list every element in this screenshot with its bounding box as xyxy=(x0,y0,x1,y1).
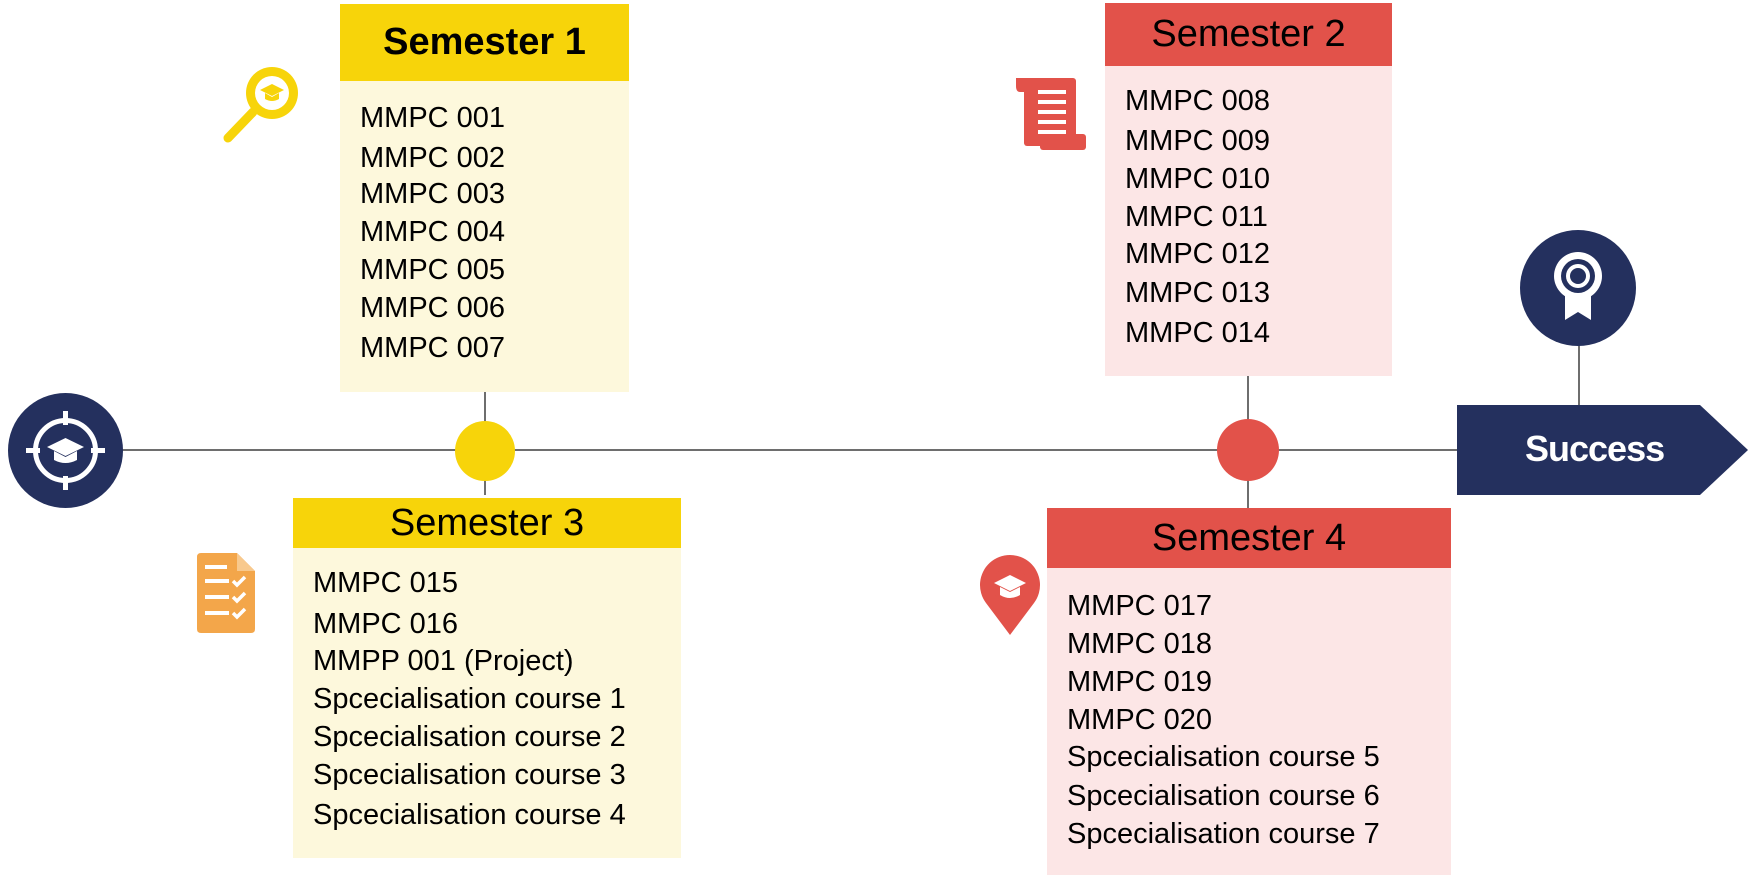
milestone-dot-semester2 xyxy=(1217,419,1279,481)
course-item: Spcecialisation course 3 xyxy=(313,759,626,791)
course-item: MMPC 011 xyxy=(1125,201,1268,233)
course-item: Spcecialisation course 1 xyxy=(313,683,626,715)
semester4-title: Semester 4 xyxy=(1151,516,1347,559)
course-item: Spcecialisation course 4 xyxy=(313,799,626,831)
connector-goal xyxy=(1578,340,1580,406)
course-item: MMPC 014 xyxy=(1125,317,1271,349)
course-item: MMPC 007 xyxy=(360,332,506,364)
course-item: Spcecialisation course 7 xyxy=(1067,818,1380,850)
course-item: MMPC 015 xyxy=(313,567,459,599)
course-item: MMPC 005 xyxy=(360,254,506,286)
course-item: MMPC 016 xyxy=(313,608,459,640)
timeline-axis xyxy=(110,449,1460,451)
semester4-header: Semester 4 xyxy=(1047,508,1451,568)
semester3-header: Semester 3 xyxy=(293,498,681,548)
location-graduation-icon xyxy=(978,555,1042,635)
course-item: MMPC 009 xyxy=(1125,125,1271,157)
course-item: MMPC 019 xyxy=(1067,666,1213,698)
semester3-title: Semester 3 xyxy=(389,501,585,544)
course-item: Spcecialisation course 5 xyxy=(1067,741,1380,773)
course-item: MMPC 001 xyxy=(360,102,506,134)
semester3-course-list: MMPC 015 MMPC 016 MMPP 001 (Project) Spc… xyxy=(293,548,681,858)
award-ribbon-icon xyxy=(1520,230,1636,346)
course-item: Spcecialisation course 6 xyxy=(1067,780,1380,812)
semester2-course-list: MMPC 008 MMPC 009 MMPC 010 MMPC 011 MMPC… xyxy=(1105,66,1392,376)
course-item: MMPC 002 xyxy=(360,142,506,174)
semester1-header: Semester 1 xyxy=(340,4,629,81)
scroll-document-icon xyxy=(1010,72,1092,154)
semester1-title: Semester 1 xyxy=(383,21,586,63)
course-item: MMPC 020 xyxy=(1067,704,1213,736)
graduation-target-icon xyxy=(8,393,123,508)
success-label: Success xyxy=(1525,428,1665,469)
course-item: MMPC 013 xyxy=(1125,277,1271,309)
course-item: MMPC 018 xyxy=(1067,628,1213,660)
search-graduation-icon xyxy=(220,62,305,147)
course-item: MMPC 003 xyxy=(360,178,506,210)
course-item: MMPC 006 xyxy=(360,292,506,324)
semester1-course-list: MMPC 001 MMPC 002 MMPC 003 MMPC 004 MMPC… xyxy=(340,81,629,392)
milestone-dot-semester1 xyxy=(455,421,515,481)
course-item: Spcecialisation course 2 xyxy=(313,721,626,753)
course-item: MMPC 010 xyxy=(1125,163,1271,195)
semester2-header: Semester 2 xyxy=(1105,3,1392,66)
course-item: MMPC 008 xyxy=(1125,85,1271,117)
course-item: MMPC 017 xyxy=(1067,590,1213,622)
course-item: MMPP 001 (Project) xyxy=(313,645,574,677)
course-item: MMPC 004 xyxy=(360,216,506,248)
success-arrow xyxy=(1457,405,1748,495)
semester4-course-list: MMPC 017 MMPC 018 MMPC 019 MMPC 020 Spce… xyxy=(1047,568,1451,875)
course-item: MMPC 012 xyxy=(1125,238,1271,270)
checklist-document-icon xyxy=(193,553,257,633)
semester2-title: Semester 2 xyxy=(1151,13,1346,55)
